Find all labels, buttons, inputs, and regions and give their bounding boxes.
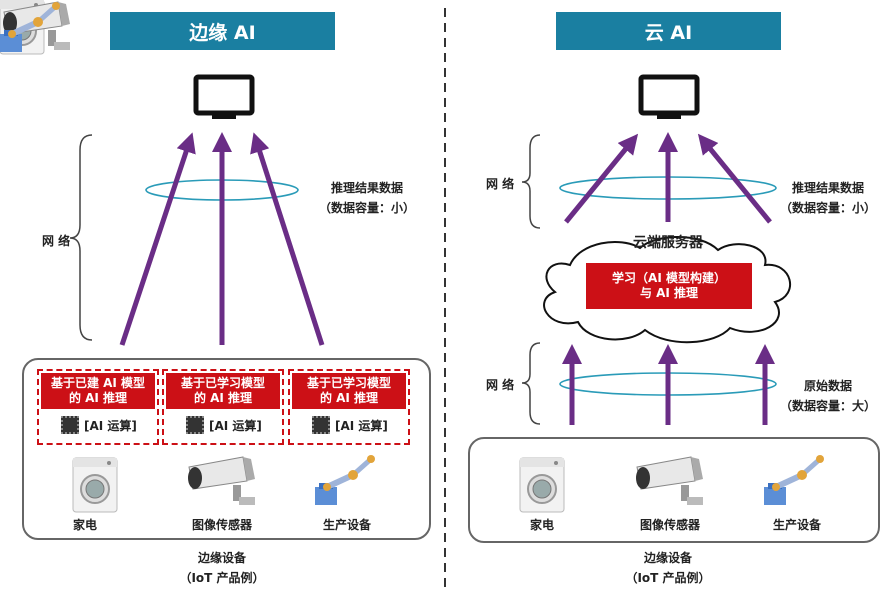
network-brace-right-bottom	[521, 342, 541, 425]
cloud-ai-title: 云 AI	[644, 21, 693, 44]
arrow-right-top-3	[697, 133, 772, 224]
network-brace-right-top	[521, 134, 541, 229]
raw-data-label-line1: 原始数据	[803, 379, 852, 393]
ai-compute-left-1-text: [AI 运算]	[84, 418, 137, 433]
robot-arm-icon	[0, 2, 60, 52]
arrow-right-top-1	[564, 133, 639, 224]
edge-ai-title: 边缘 AI	[189, 21, 256, 44]
network-brace-left	[69, 134, 93, 341]
device-label-right-2: 图像传感器	[639, 518, 700, 532]
ai-module-left-1-label: 基于已建 AI 模型 的 AI 推理	[41, 373, 155, 409]
edge-footer-left-line2: （IoT 产品例）	[179, 571, 265, 585]
edge-footer-right-line1: 边缘设备	[643, 551, 692, 565]
arrow-left-1	[119, 132, 196, 346]
cloud-learning-box-line2: 与 AI 推理	[639, 286, 699, 300]
ai-module-left-2-line1: 基于已学习模型	[180, 376, 265, 390]
device-label-left-1: 家电	[72, 518, 97, 532]
edge-ai-banner: 边缘 AI	[110, 12, 335, 50]
ai-module-left-1-line1: 基于已建 AI 模型	[50, 376, 146, 390]
cloud-learning-box-line1: 学习（AI 模型构建）	[612, 271, 726, 285]
ai-compute-left-3-text: [AI 运算]	[335, 418, 388, 433]
edge-footer-left: 边缘设备 （IoT 产品例）	[162, 548, 282, 588]
result-label-left-line1: 推理结果数据	[330, 181, 403, 195]
ai-compute-left-2-text: [AI 运算]	[209, 418, 262, 433]
result-label-right-line2: （数据容量：小）	[779, 201, 876, 215]
ai-module-left-2: 基于已学习模型 的 AI 推理 [AI 运算]	[162, 369, 284, 445]
ai-module-left-2-line2: 的 AI 推理	[193, 391, 253, 405]
cloud-device-panel	[468, 437, 880, 543]
edge-footer-right-line2: （IoT 产品例）	[625, 571, 711, 585]
security-camera-icon	[3, 1, 70, 50]
chip-icon	[61, 416, 79, 434]
device-label-left-2: 图像传感器	[191, 518, 252, 532]
ai-module-left-3-line2: 的 AI 推理	[319, 391, 379, 405]
edge-footer-left-line1: 边缘设备	[197, 551, 246, 565]
network-label-right-top: 网 络	[486, 177, 515, 191]
result-label-right: 推理结果数据 （数据容量：小）	[772, 178, 884, 218]
ai-module-left-3: 基于已学习模型 的 AI 推理 [AI 运算]	[288, 369, 410, 445]
device-label-right-1: 家电	[529, 518, 554, 532]
edge-device-panel	[22, 358, 431, 540]
result-label-left-line2: （数据容量：小）	[318, 201, 415, 215]
ai-compute-left-3: [AI 运算]	[312, 416, 388, 434]
network-label-left: 网 络	[42, 234, 71, 248]
ai-module-left-3-label: 基于已学习模型 的 AI 推理	[292, 373, 406, 409]
ai-module-left-3-line1: 基于已学习模型	[306, 376, 391, 390]
result-label-right-line1: 推理结果数据	[791, 181, 864, 195]
monitor-icon-right	[638, 74, 700, 119]
raw-data-label-line2: （数据容量：大）	[779, 399, 876, 413]
ai-compute-left-1: [AI 运算]	[61, 416, 137, 434]
cloud-ai-banner: 云 AI	[556, 12, 781, 50]
chip-icon	[186, 416, 204, 434]
network-label-right-bottom: 网 络	[486, 378, 515, 392]
device-label-left-3: 生产设备	[322, 518, 371, 532]
cloud-server-label: 云端服务器	[633, 235, 703, 251]
raw-data-label: 原始数据 （数据容量：大）	[772, 376, 884, 416]
ai-module-left-1: 基于已建 AI 模型 的 AI 推理 [AI 运算]	[37, 369, 159, 445]
ai-module-left-2-label: 基于已学习模型 的 AI 推理	[166, 373, 280, 409]
result-label-left: 推理结果数据 （数据容量：小）	[312, 178, 422, 218]
arrow-left-3	[250, 132, 325, 346]
edge-footer-right: 边缘设备 （IoT 产品例）	[608, 548, 728, 588]
cloud-learning-box: 学习（AI 模型构建） 与 AI 推理	[586, 263, 752, 309]
ai-compute-left-2: [AI 运算]	[186, 416, 262, 434]
monitor-icon-left	[193, 74, 255, 119]
chip-icon	[312, 416, 330, 434]
ai-module-left-1-line2: 的 AI 推理	[68, 391, 128, 405]
device-label-right-3: 生产设备	[772, 518, 821, 532]
